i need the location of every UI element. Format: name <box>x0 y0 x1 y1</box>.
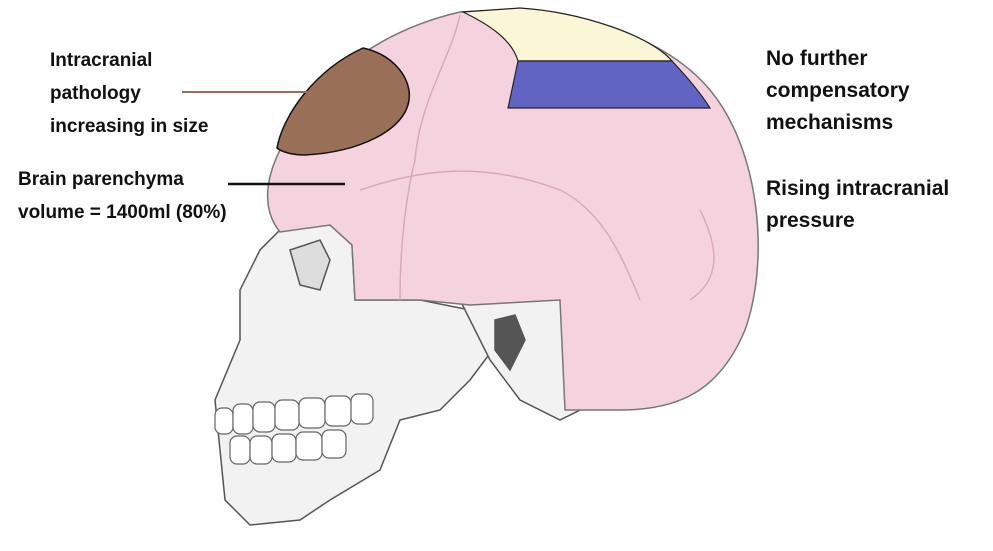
pathology-label-line: pathology <box>50 83 141 104</box>
compensation-label-line: mechanisms <box>766 111 894 134</box>
pathology-label-line: Intracranial <box>50 50 153 71</box>
suture-lines <box>359 14 715 301</box>
teeth <box>214 393 374 465</box>
pathology-mass <box>276 47 411 156</box>
compensation-label-line: compensatory <box>766 79 910 102</box>
compensation-label-line: No further <box>766 47 868 70</box>
pressure-label-line: Rising intracranial <box>766 177 950 200</box>
pathology-label: Intracranial pathology increasing in siz… <box>50 44 208 143</box>
parenchyma-label-line: volume = 1400ml (80%) <box>18 202 227 223</box>
compensation-label: No further compensatory mechanisms <box>766 43 910 139</box>
csf-region <box>460 7 674 62</box>
parenchyma-label-line: Brain parenchyma <box>18 169 184 190</box>
blood-volume-region <box>507 60 712 109</box>
pressure-label-line: pressure <box>766 209 855 232</box>
pressure-label: Rising intracranial pressure <box>766 173 949 237</box>
parenchyma-label: Brain parenchyma volume = 1400ml (80%) <box>18 163 227 229</box>
pathology-label-line: increasing in size <box>50 116 209 137</box>
